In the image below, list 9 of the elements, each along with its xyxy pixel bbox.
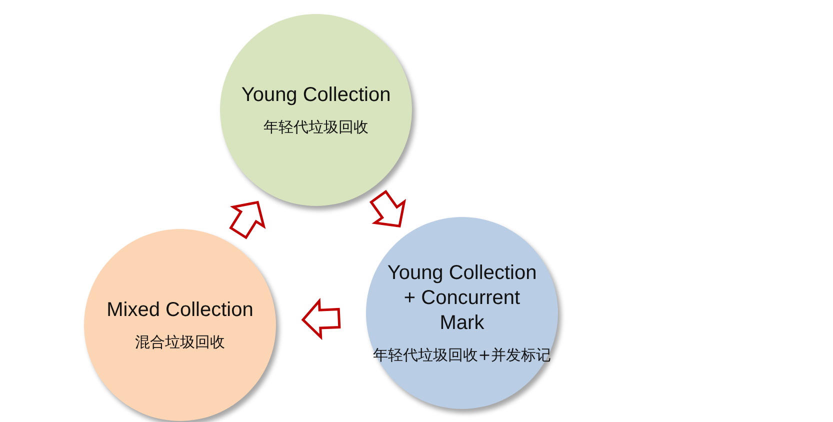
- stage-subtitle: 混合垃圾回收: [135, 333, 225, 352]
- stage-title: Young Collection: [241, 83, 391, 108]
- stage-subtitle: 年轻代垃圾回收+并发标记: [373, 346, 551, 365]
- stage-title: Mixed Collection: [106, 298, 254, 323]
- stage-title: Young Collection + Concurrent Mark: [387, 261, 537, 336]
- block-arrow: [229, 200, 266, 240]
- stage-subtitle: 年轻代垃圾回收: [264, 118, 368, 137]
- block-arrow: [301, 298, 341, 340]
- block-arrow: [369, 190, 406, 228]
